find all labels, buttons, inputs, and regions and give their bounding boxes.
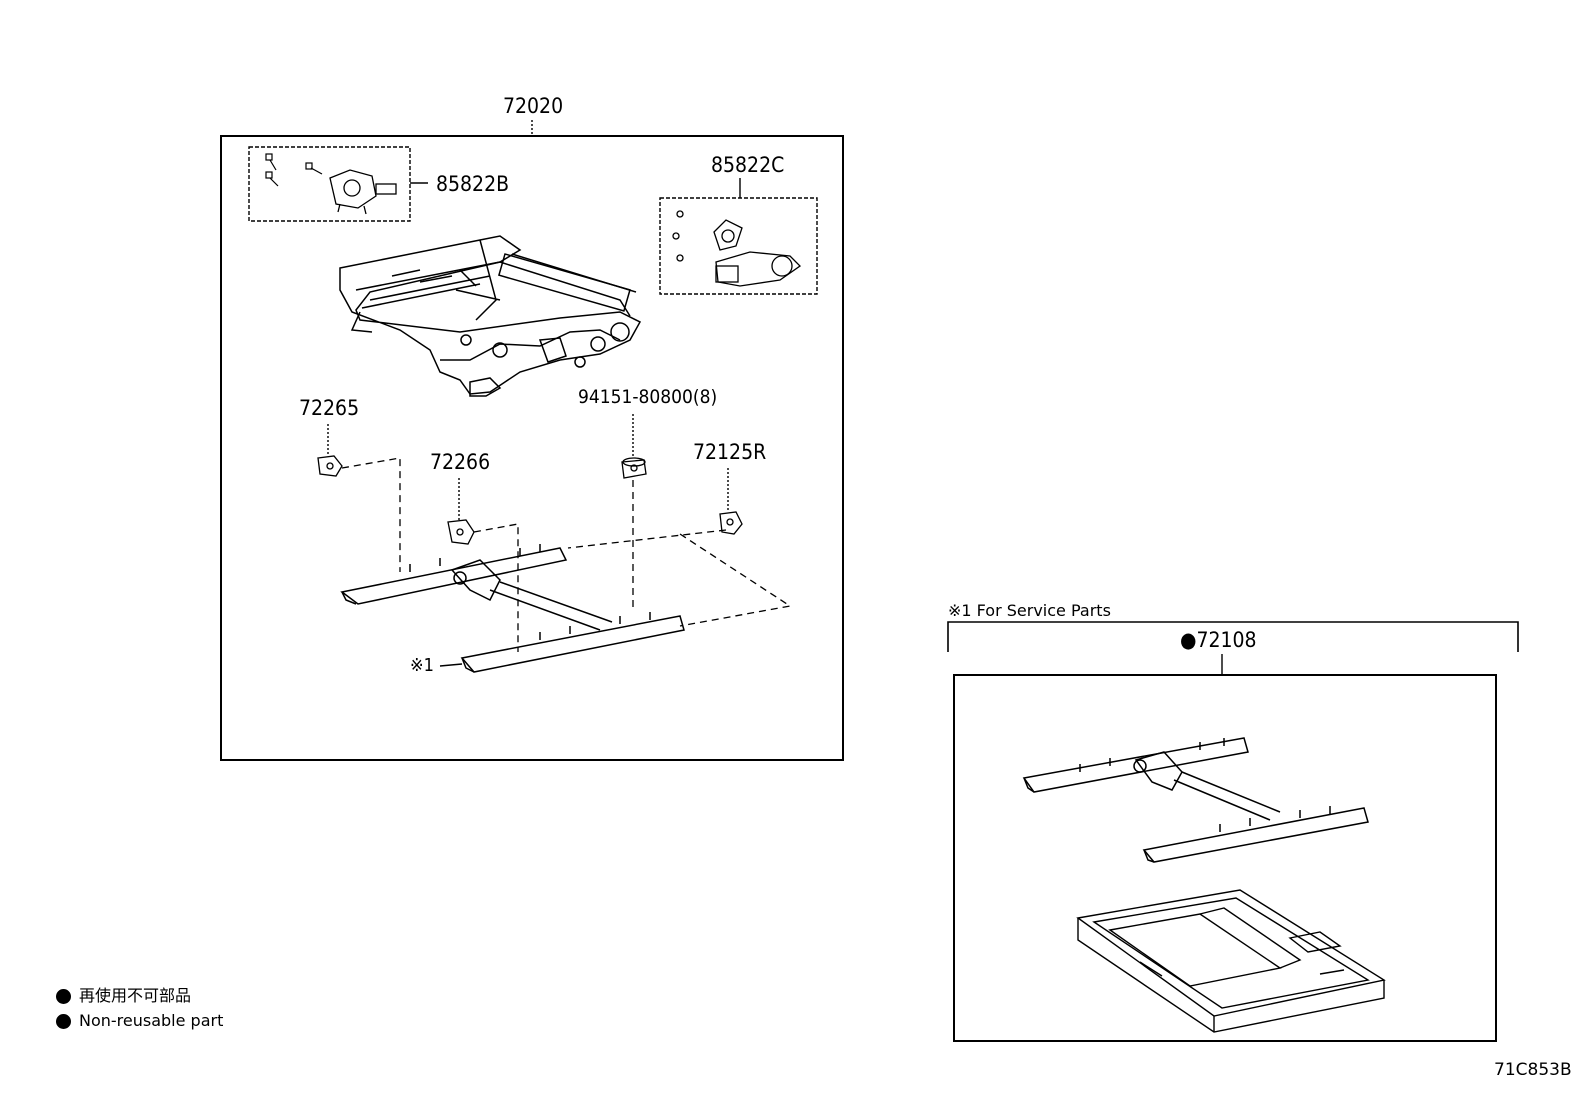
leader-ref	[439, 663, 463, 667]
part-label-72020[interactable]: 72020	[503, 94, 564, 118]
part-label-85822B[interactable]: 85822B	[436, 172, 510, 196]
part-label-72266[interactable]: 72266	[430, 450, 491, 474]
diagram-code: 71C853B	[1494, 1060, 1572, 1080]
part-label-94151[interactable]: 94151-80800(8)	[578, 386, 718, 408]
bracket-72265-icon	[317, 455, 343, 477]
seat-tracks-illustration	[340, 544, 685, 673]
part-label-72108[interactable]: ●72108	[1180, 628, 1257, 652]
nut-icon	[621, 457, 647, 479]
legend-item-jp: 再使用不可部品	[56, 988, 191, 1004]
legend-item-en: Non-reusable part	[56, 1013, 223, 1029]
service-tracks-illustration	[1022, 737, 1369, 863]
reference-mark: ※1	[410, 655, 434, 676]
service-part-frame	[953, 674, 1497, 1042]
motor-b-icon	[329, 169, 397, 215]
legend-text: 再使用不可部品	[79, 986, 192, 1005]
screw-icon	[265, 153, 323, 187]
service-bracket	[947, 621, 1519, 652]
part-label-72125R[interactable]: 72125R	[693, 440, 767, 464]
packaging-tray-illustration	[1076, 889, 1386, 1033]
part-label-72265[interactable]: 72265	[299, 396, 360, 420]
bullet-icon	[56, 988, 71, 1004]
main-assembly-frame	[220, 135, 844, 761]
motor-c-box	[659, 197, 818, 295]
motor-c-icon	[672, 210, 802, 287]
motor-b-box	[248, 146, 411, 222]
assembly-dashes	[341, 457, 792, 652]
bracket-72266-icon	[447, 519, 475, 545]
part-label-85822C[interactable]: 85822C	[711, 153, 785, 177]
seat-frame-illustration	[339, 235, 642, 397]
legend-text: Non-reusable part	[79, 1011, 224, 1030]
service-parts-note: ※1 For Service Parts	[948, 601, 1111, 620]
bracket-72125R-icon	[719, 511, 743, 535]
bullet-icon	[56, 1013, 71, 1029]
